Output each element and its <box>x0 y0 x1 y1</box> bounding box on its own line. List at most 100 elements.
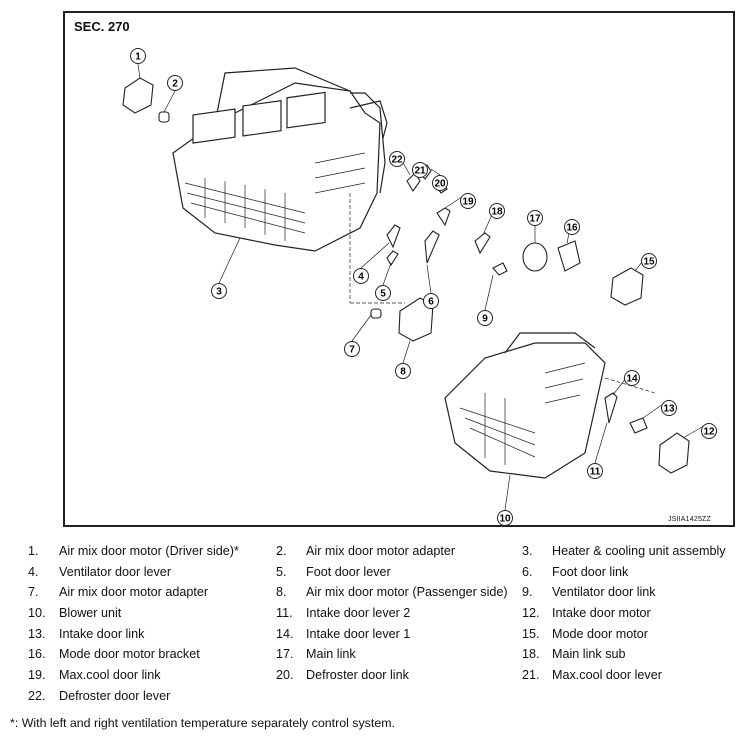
callout-circle-3 <box>211 283 227 299</box>
legend-row: 4. Ventilator door lever 5. Foot door lever… <box>28 565 740 586</box>
legend-row: 1. Air mix door motor (Driver side)* 2. Air… <box>28 544 740 565</box>
legend-row: 13. Intake door link 14. Intake door lever … <box>28 627 740 648</box>
legend-item-number: 16. <box>28 647 46 662</box>
callout-number-2: 2 <box>172 79 178 90</box>
legend-item-number: 2. <box>276 544 287 558</box>
legend-item-number: 9. <box>522 585 533 600</box>
callout-circle-20 <box>432 175 448 191</box>
legend-item-label: Main link sub <box>552 647 626 662</box>
legend-item-label: Main link <box>306 647 356 662</box>
legend-item-number: 6. <box>522 564 533 579</box>
legend-item-number: 20. <box>276 668 294 683</box>
legend-item-number: 22. <box>28 688 46 703</box>
legend-row: 10. Blower unit 11. Intake door lever 2 12. I… <box>28 606 740 627</box>
callout-circle-13 <box>661 400 677 416</box>
callout-circle-18 <box>489 203 505 219</box>
callout-number-4: 4 <box>358 272 364 283</box>
legend-item-number: 14. <box>276 626 294 641</box>
callout-number-21: 21 <box>414 166 426 177</box>
legend-item-label: Intake door link <box>59 626 145 641</box>
callout-circle-4 <box>353 268 369 284</box>
legend-item-label: Mode door motor <box>552 626 648 641</box>
callout-number-8: 8 <box>400 367 406 378</box>
callout-number-6: 6 <box>428 297 434 308</box>
callout-number-15: 15 <box>643 257 655 268</box>
callout-circle-11 <box>587 463 603 479</box>
callout-circle-8 <box>395 363 411 379</box>
callout-number-18: 18 <box>491 207 503 218</box>
callout-number-17: 17 <box>529 214 541 225</box>
callout-circle-12 <box>701 423 717 439</box>
callout-number-11: 11 <box>590 467 601 478</box>
legend-item-label: Foot door lever <box>306 564 391 579</box>
callout-circle-19 <box>460 193 476 209</box>
legend-item-label: Heater & cooling unit assembly <box>552 544 726 558</box>
legend-item-number: 8. <box>276 585 287 600</box>
legend-item-label: Max.cool door lever <box>552 668 662 683</box>
legend-item-number: 1. <box>28 544 39 558</box>
legend-item-label: Intake door motor <box>552 606 651 621</box>
callout-number-9: 9 <box>482 314 488 325</box>
legend-item-label: Intake door lever 1 <box>306 626 411 641</box>
legend-item-number: 4. <box>28 564 39 579</box>
legend-item-number: 7. <box>28 585 39 600</box>
legend-item-label: Air mix door motor adapter <box>306 544 456 558</box>
legend-item-number: 17. <box>276 647 294 662</box>
callout-circle-10 <box>497 510 513 525</box>
parts-legend: 1. Air mix door motor (Driver side)* 2. Air… <box>28 544 740 710</box>
legend-item-label: Mode door motor bracket <box>59 647 200 662</box>
legend-item-label: Foot door link <box>552 564 629 579</box>
callout-number-3: 3 <box>216 287 222 298</box>
section-label: SEC. 270 <box>74 19 130 34</box>
callout-number-20: 20 <box>434 179 446 190</box>
callout-number-14: 14 <box>626 374 638 385</box>
callout-circle-2 <box>167 75 183 91</box>
footnote: *: With left and right ventilation tempe… <box>10 716 395 730</box>
legend-item-label: Air mix door motor adapter <box>59 585 209 600</box>
legend-item-label: Intake door lever 2 <box>306 606 411 621</box>
callout-number-5: 5 <box>380 289 386 300</box>
callout-circle-1 <box>130 48 146 64</box>
legend-item-number: 11. <box>276 606 293 621</box>
callout-number-7: 7 <box>349 345 355 356</box>
callout-circle-15 <box>641 253 657 269</box>
legend-item-number: 19. <box>28 668 46 683</box>
heater-cooling-unit-drawing <box>172 67 388 252</box>
legend-item-number: 12. <box>522 606 540 621</box>
callout-circle-9 <box>477 310 493 326</box>
callout-number-13: 13 <box>663 404 675 415</box>
legend-row: 16. Mode door motor bracket 17. Main link 18… <box>28 647 740 668</box>
legend-row: 22.Defroster door lever <box>28 689 740 710</box>
callout-circle-7 <box>344 341 360 357</box>
callout-circle-5 <box>375 285 391 301</box>
legend-item-label: Max.cool door link <box>59 668 161 683</box>
legend-item-label: Blower unit <box>59 606 122 621</box>
callout-number-22: 22 <box>391 155 403 166</box>
callout-circle-21 <box>412 162 428 178</box>
callout-number-19: 19 <box>462 197 474 208</box>
callout-circle-6 <box>423 293 439 309</box>
callout-number-12: 12 <box>703 427 715 438</box>
callout-circle-22 <box>389 151 405 167</box>
callout-circle-17 <box>527 210 543 226</box>
legend-item-number: 10. <box>28 606 46 621</box>
legend-item-number: 13. <box>28 626 46 641</box>
legend-item-label: Air mix door motor (Driver side)* <box>59 544 239 558</box>
callout-circle-14 <box>624 370 640 386</box>
legend-item-label: Ventilator door link <box>552 585 656 600</box>
legend-row: 7. Air mix door motor adapter 8. Air mix do… <box>28 585 740 606</box>
callout-number-1: 1 <box>135 52 141 63</box>
figure-code: JSIIA1425ZZ <box>667 516 711 523</box>
legend-item-number: 5. <box>276 564 287 579</box>
callout-number-16: 16 <box>566 223 578 234</box>
legend-item-number: 15. <box>522 626 540 641</box>
small-parts <box>122 77 690 474</box>
legend-item-number: 21. <box>522 668 540 683</box>
legend-item-number: 18. <box>522 647 540 662</box>
legend-item-label: Air mix door motor (Passenger side) <box>306 585 508 600</box>
legend-item-label: Ventilator door lever <box>59 564 172 579</box>
